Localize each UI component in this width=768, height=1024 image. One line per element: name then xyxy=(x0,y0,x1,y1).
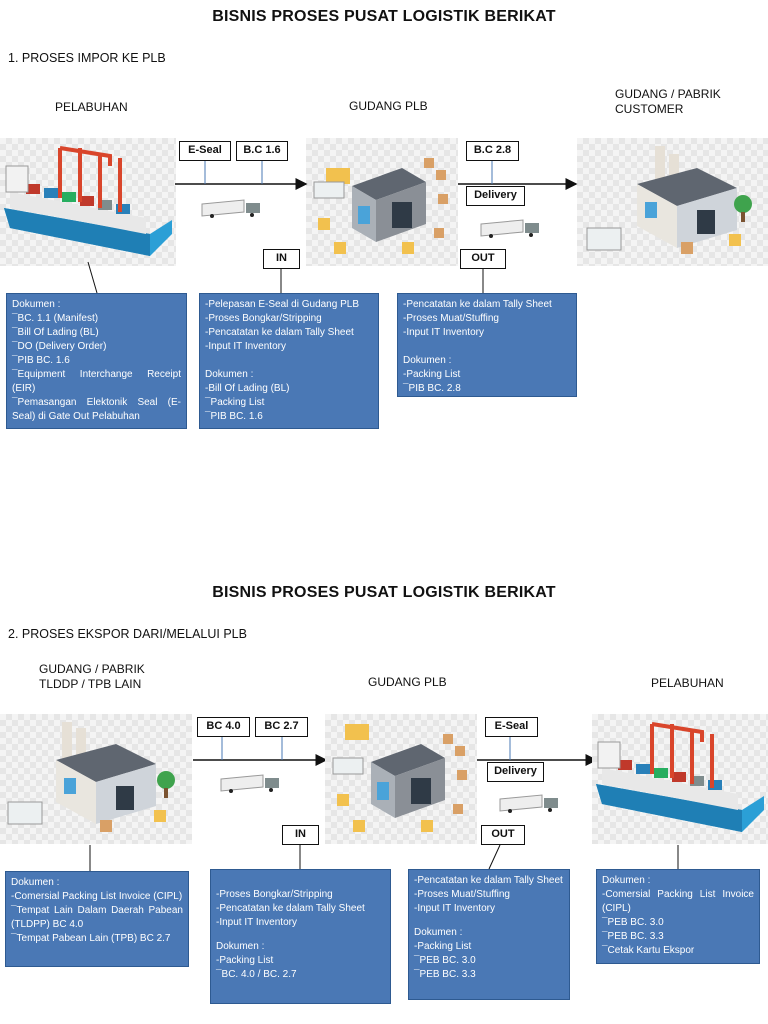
box-item: -Proses Bongkar/Stripping xyxy=(216,889,333,900)
box-item: ¯Equipment Interchange Receipt (EIR) xyxy=(12,369,184,394)
box-item: ¯BC. 4.0 / BC. 2.7 xyxy=(216,969,297,980)
box-item: -Proses Bongkar/Stripping xyxy=(205,313,322,324)
process-box-in-import: -Pelepasan E-Seal di Gudang PLB -Proses … xyxy=(199,293,379,429)
box-item: ¯Packing List xyxy=(205,397,265,408)
place-factory-line2: TLDDP / TPB LAIN xyxy=(39,677,142,691)
box-item: ¯PIB BC. 2.8 xyxy=(403,383,461,394)
box-item: -Packing List xyxy=(403,369,461,380)
box-heading: Dokumen : xyxy=(205,369,254,380)
tag-eseal: E-Seal xyxy=(179,141,231,161)
tag-delivery: Delivery xyxy=(487,762,544,782)
place-customer-line1: GUDANG / PABRIK xyxy=(615,87,721,101)
truck-icon xyxy=(498,793,564,813)
box-heading: Dokumen : xyxy=(11,877,60,888)
process-box-out-import: -Pencatatan ke dalam Tally Sheet -Proses… xyxy=(397,293,577,397)
box-item: -Packing List xyxy=(414,941,472,952)
box-item: ¯Tempat Lain Dalam Daerah Pabean (TLDPP)… xyxy=(11,905,186,930)
page-title-import: BISNIS PROSES PUSAT LOGISTIK BERIKAT xyxy=(212,8,556,25)
box-heading: Dokumen : xyxy=(602,875,651,886)
section-heading-export: 2. PROSES EKSPOR DARI/MELALUI PLB xyxy=(8,627,247,641)
box-item: -Pencatatan ke dalam Tally Sheet xyxy=(216,903,365,914)
place-port: PELABUHAN xyxy=(55,100,128,114)
ship-illustration xyxy=(592,714,768,844)
docs-box-port-export: Dokumen : -Comersial Packing List Invoic… xyxy=(596,869,760,964)
place-customer-line2: CUSTOMER xyxy=(615,102,684,116)
place-customer: GUDANG / PABRIK CUSTOMER xyxy=(615,87,721,117)
box-item: ¯Pemasangan Elektonik Seal (E-Seal) di G… xyxy=(12,397,181,422)
box-item: -Pencatatan ke dalam Tally Sheet xyxy=(403,299,552,310)
docs-box-factory-export: Dokumen : -Comersial Packing List Invoic… xyxy=(5,871,189,967)
place-factory-line1: GUDANG / PABRIK xyxy=(39,662,145,676)
tag-bc-1-6: B.C 1.6 xyxy=(236,141,288,161)
tag-bc-2-7: BC 2.7 xyxy=(255,717,308,737)
place-warehouse: GUDANG PLB xyxy=(368,675,447,689)
box-item: -Input IT Inventory xyxy=(414,903,495,914)
place-port: PELABUHAN xyxy=(651,676,724,690)
box-item: -Comersial Packing List Invoice (CIPL) xyxy=(602,889,757,914)
box-item: -Pencatatan ke dalam Tally Sheet xyxy=(205,327,354,338)
box-item: ¯DO (Delivery Order) xyxy=(12,341,107,352)
tag-in: IN xyxy=(282,825,319,845)
box-item: ¯Tempat Pabean Lain (TPB) BC 2.7 xyxy=(11,933,171,944)
box-heading: Dokumen : xyxy=(216,941,265,952)
box-item: -Input IT Inventory xyxy=(216,917,297,928)
box-item: -Proses Muat/Stuffing xyxy=(414,889,510,900)
box-item: ¯Cetak Kartu Ekspor xyxy=(602,945,695,956)
ship-illustration xyxy=(0,138,176,266)
place-factory: GUDANG / PABRIK TLDDP / TPB LAIN xyxy=(39,662,145,692)
box-item: ¯BC. 1.1 (Manifest) xyxy=(12,313,99,324)
box-item: ¯PEB BC. 3.3 xyxy=(414,969,476,980)
truck-icon xyxy=(219,773,285,793)
process-box-in-export: -Proses Bongkar/Stripping -Pencatatan ke… xyxy=(210,869,391,1004)
truck-icon xyxy=(200,198,266,218)
tag-out: OUT xyxy=(460,249,506,269)
box-item: ¯PEB BC. 3.3 xyxy=(602,931,664,942)
customer-factory-illustration xyxy=(577,138,768,266)
box-item: -Pencatatan ke dalam Tally Sheet xyxy=(414,875,563,886)
tag-delivery: Delivery xyxy=(466,186,525,206)
box-item: -Packing List xyxy=(216,955,274,966)
box-heading: Dokumen : xyxy=(403,355,452,366)
tag-in: IN xyxy=(263,249,300,269)
box-item: -Bill Of Lading (BL) xyxy=(205,383,290,394)
tag-eseal: E-Seal xyxy=(485,717,538,737)
box-item: -Pelepasan E-Seal di Gudang PLB xyxy=(205,299,359,310)
warehouse-illustration xyxy=(325,714,477,844)
box-heading: Dokumen : xyxy=(414,927,463,938)
docs-box-port-import: Dokumen : ¯BC. 1.1 (Manifest) ¯Bill Of L… xyxy=(6,293,187,429)
box-item: -Input IT Inventory xyxy=(403,327,484,338)
box-heading: Dokumen : xyxy=(12,299,61,310)
place-warehouse: GUDANG PLB xyxy=(349,99,428,113)
tag-out: OUT xyxy=(481,825,525,845)
truck-icon xyxy=(479,218,545,238)
page-title-export: BISNIS PROSES PUSAT LOGISTIK BERIKAT xyxy=(212,584,556,601)
tag-bc-2-8: B.C 2.8 xyxy=(466,141,519,161)
box-item: ¯PEB BC. 3.0 xyxy=(602,917,664,928)
box-item: ¯Bill Of Lading (BL) xyxy=(12,327,99,338)
box-item: -Proses Muat/Stuffing xyxy=(403,313,499,324)
box-item: -Input IT Inventory xyxy=(205,341,286,352)
factory-illustration xyxy=(0,714,192,844)
box-item: ¯PEB BC. 3.0 xyxy=(414,955,476,966)
box-item: -Comersial Packing List Invoice (CIPL) xyxy=(11,891,183,902)
warehouse-illustration xyxy=(306,138,458,266)
section-heading-import: 1. PROSES IMPOR KE PLB xyxy=(8,51,166,65)
box-item: ¯PIB BC. 1.6 xyxy=(205,411,263,422)
tag-bc-4-0: BC 4.0 xyxy=(197,717,250,737)
box-item: ¯PIB BC. 1.6 xyxy=(12,355,70,366)
process-box-out-export: -Pencatatan ke dalam Tally Sheet -Proses… xyxy=(408,869,570,1000)
